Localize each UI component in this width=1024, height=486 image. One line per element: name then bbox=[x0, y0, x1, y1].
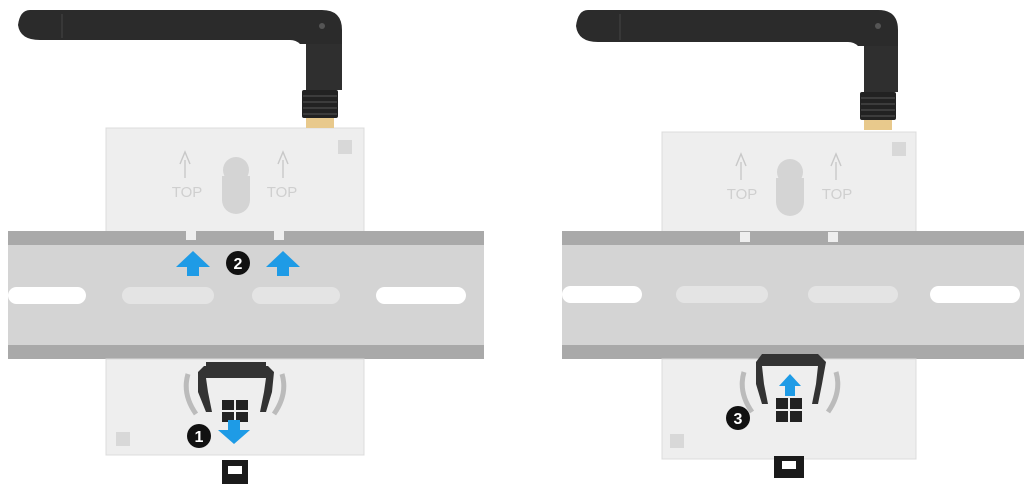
rail-slot bbox=[8, 287, 86, 304]
antenna-icon bbox=[18, 10, 342, 128]
housing-tab bbox=[186, 228, 196, 240]
latch-clip bbox=[739, 354, 841, 478]
top-label: TOP bbox=[267, 184, 298, 201]
rail-slot bbox=[376, 287, 466, 304]
step-number: 2 bbox=[234, 256, 243, 273]
din-rail bbox=[562, 231, 1024, 359]
din-rail bbox=[8, 231, 484, 359]
corner-square bbox=[892, 142, 906, 156]
step-marker-3: 3 bbox=[726, 406, 750, 430]
top-label: TOP bbox=[822, 186, 853, 203]
rail-slot bbox=[930, 286, 1020, 303]
outline-up-arrow-icon bbox=[735, 152, 842, 180]
corner-square bbox=[116, 432, 130, 446]
keyhole-icon bbox=[222, 157, 250, 214]
corner-square bbox=[338, 140, 352, 154]
left-panel: TOP TOP bbox=[8, 10, 484, 484]
rail-slot bbox=[122, 287, 214, 304]
blue-up-arrow-icon bbox=[779, 374, 801, 396]
latch-clip bbox=[183, 362, 287, 484]
antenna-icon bbox=[576, 10, 898, 130]
housing-tab bbox=[828, 232, 838, 242]
top-label: TOP bbox=[727, 186, 758, 203]
housing-tab bbox=[740, 232, 750, 242]
step-number: 3 bbox=[734, 411, 743, 428]
rail-slot bbox=[252, 287, 340, 304]
corner-square bbox=[670, 434, 684, 448]
blue-down-arrow-icon bbox=[218, 420, 250, 444]
top-label: TOP bbox=[172, 184, 203, 201]
step-marker-2: 2 bbox=[226, 251, 250, 275]
blue-up-arrow-icon bbox=[176, 251, 300, 276]
rail-slot bbox=[562, 286, 642, 303]
step-marker-1: 1 bbox=[187, 424, 211, 448]
keyhole-icon bbox=[776, 159, 804, 216]
rail-slot bbox=[676, 286, 768, 303]
right-panel: TOP TOP bbox=[562, 10, 1024, 478]
outline-up-arrow-icon bbox=[179, 150, 289, 178]
housing-tab bbox=[274, 228, 284, 240]
rail-slot bbox=[808, 286, 898, 303]
step-number: 1 bbox=[195, 429, 204, 446]
